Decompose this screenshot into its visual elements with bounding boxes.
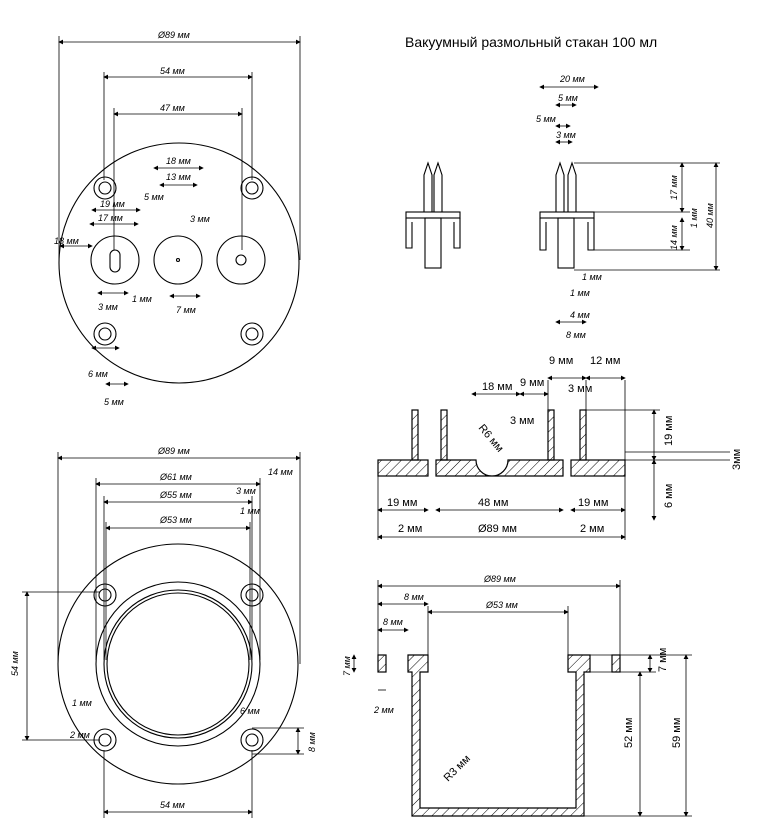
dim-label: 5 мм	[104, 397, 124, 407]
dim-label: 3 мм	[568, 383, 592, 395]
dim-label: 54 мм	[10, 651, 20, 676]
dim-label: 3 мм	[556, 130, 576, 140]
dim-label: 19 мм	[663, 416, 675, 446]
valve-side-view: 20 мм 5 мм 5 мм 3 мм 17 мм 1 мм 40 мм 14…	[536, 74, 720, 340]
dim-label: 1 мм	[72, 698, 92, 708]
dim-label: Ø61 мм	[159, 472, 192, 482]
dim-label: 1 мм	[240, 506, 260, 516]
dim-label: 52 мм	[623, 718, 635, 748]
dim-label: 3 мм	[98, 302, 118, 312]
dim-label: 9 мм	[520, 377, 544, 389]
dim-label: Ø89 мм	[483, 574, 516, 584]
drawing-title: Вакуумный размольный стакан 100 мл	[405, 34, 657, 50]
dim-label: 48 мм	[478, 497, 508, 509]
dim-label: Ø53 мм	[485, 600, 518, 610]
dim-label: 1 мм	[689, 208, 699, 228]
dim-label: 19 мм	[387, 497, 417, 509]
valve-front-view	[405, 161, 461, 269]
dim-label: 18 мм	[482, 381, 512, 393]
dim-label: 18 мм	[54, 236, 79, 246]
dim-label: 14 мм	[669, 225, 679, 250]
dim-label: 5 мм	[144, 192, 164, 202]
dim-label: R3 мм	[442, 753, 473, 784]
dim-label: Ø89 мм	[157, 446, 190, 456]
lid-section: 9 мм 12 мм 18 мм 9 мм 3 мм 3 мм R6 мм 19…	[377, 355, 743, 540]
dim-label: 40 мм	[705, 203, 715, 228]
dim-label: 2 мм	[398, 523, 422, 535]
dim-label: 6 мм	[88, 369, 108, 379]
dim-label: 2 мм	[373, 705, 394, 715]
dim-label: 13 мм	[166, 172, 191, 182]
dim-label: 4 мм	[570, 310, 590, 320]
dim-label: Ø55 мм	[159, 490, 192, 500]
dim-label: 5 мм	[536, 114, 556, 124]
jar-section: Ø89 мм 8 мм Ø53 мм 8 мм 7 мм 7 мм 2 мм 5…	[342, 574, 692, 817]
dim-label: 8 мм	[307, 732, 317, 752]
dim-label: 17 мм	[669, 175, 679, 200]
dim-label: 19 мм	[100, 199, 125, 209]
dim-label: 14 мм	[268, 467, 293, 477]
dim-label: 1 мм	[582, 272, 602, 282]
dim-label: 17 мм	[98, 213, 123, 223]
dim-label: 2 мм	[69, 730, 90, 740]
dim-label: 18 мм	[166, 156, 191, 166]
dim-label: 3 мм	[236, 486, 256, 496]
dim-label: 9 мм	[549, 355, 573, 367]
dim-label: 59 мм	[671, 718, 683, 748]
dim-label: 47 мм	[160, 103, 185, 113]
dim-label: 8 мм	[383, 617, 403, 627]
jar-top-view: Ø89 мм 14 мм Ø61 мм 3 мм Ø55 мм 1 мм Ø53…	[10, 446, 317, 818]
dim-label: 7 мм	[657, 648, 669, 672]
dim-label: 54 мм	[160, 66, 185, 76]
dim-label: 2 мм	[580, 523, 604, 535]
dim-label: 8 мм	[566, 330, 586, 340]
dim-label: 8 мм	[404, 592, 424, 602]
dim-label: 54 мм	[160, 800, 185, 810]
dim-label: 19 мм	[578, 497, 608, 509]
dim-label: 6 мм	[663, 484, 675, 508]
dim-label: 3 мм	[190, 214, 210, 224]
dim-label: 7 мм	[176, 305, 196, 315]
dim-label: 6 мм	[240, 706, 260, 716]
dim-label: Ø89 мм	[478, 523, 517, 535]
dim-label: R6 мм	[476, 422, 506, 454]
dim-label: Ø53 мм	[159, 515, 192, 525]
dim-label: 12 мм	[590, 355, 620, 367]
lid-top-view: Ø89 мм 54 мм 47 мм 18 мм 13 мм 19 мм 5 м…	[54, 30, 301, 407]
dim-label: 1 мм	[132, 294, 152, 304]
dim-label: 1 мм	[570, 288, 590, 298]
dim-label: 20 мм	[559, 74, 585, 84]
dim-label: 3 мм	[510, 415, 534, 427]
dim-label: Ø89 мм	[157, 30, 190, 40]
dim-label: 5 мм	[558, 93, 578, 103]
dim-label: 7 мм	[342, 656, 352, 676]
dim-label: 3мм	[731, 449, 743, 470]
